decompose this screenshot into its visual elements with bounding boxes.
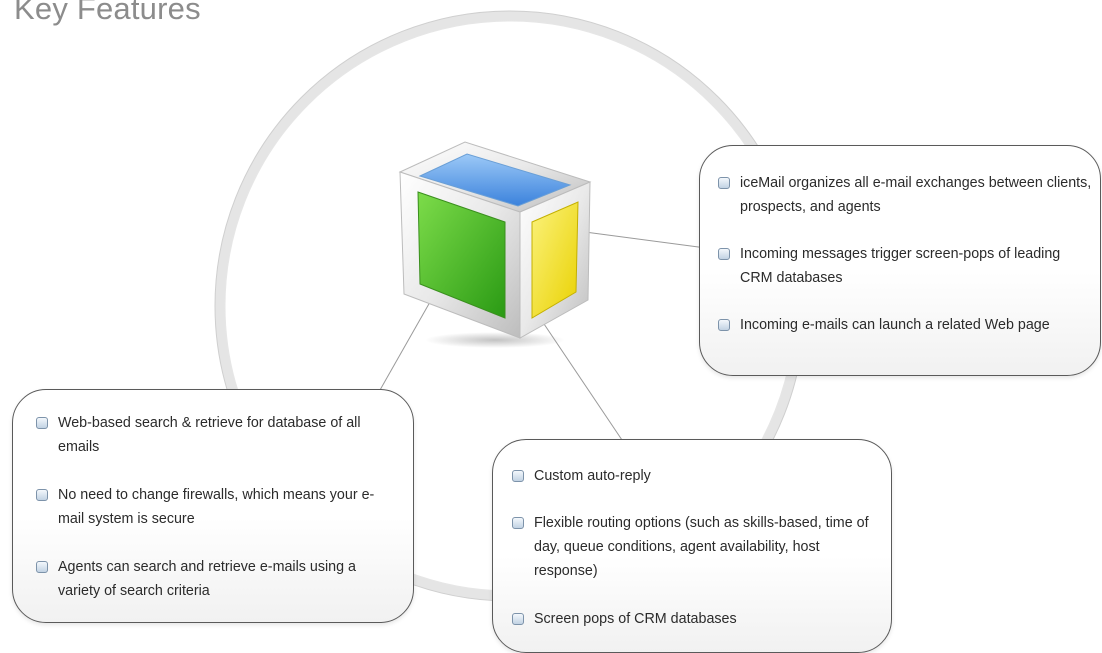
list-item: Flexible routing options (such as skills… <box>510 511 872 583</box>
connector-line-right <box>584 231 707 249</box>
list-item: No need to change firewalls, which means… <box>34 483 394 531</box>
page-title: Key Features <box>14 0 201 26</box>
feature-box-left <box>12 389 414 623</box>
checkbox-bullet-icon <box>512 470 524 482</box>
checkbox-bullet-icon <box>718 319 730 331</box>
list-item: Custom auto-reply <box>510 464 880 488</box>
checkbox-bullet-icon <box>718 177 730 189</box>
checkbox-bullet-icon <box>512 517 524 529</box>
list-item: Incoming e-mails can launch a related We… <box>716 313 1096 337</box>
checkbox-bullet-icon <box>36 489 48 501</box>
checkbox-bullet-icon <box>512 613 524 625</box>
checkbox-bullet-icon <box>718 248 730 260</box>
checkbox-bullet-icon <box>36 417 48 429</box>
list-item: Incoming messages trigger screen-pops of… <box>716 242 1096 290</box>
connector-line-left <box>379 301 431 391</box>
list-item: Agents can search and retrieve e-mails u… <box>34 555 394 603</box>
feature-box-right <box>699 145 1101 376</box>
list-item: Screen pops of CRM databases <box>510 607 880 631</box>
list-item: iceMail organizes all e-mail exchanges b… <box>716 171 1096 219</box>
checkbox-bullet-icon <box>36 561 48 573</box>
list-item: Web-based search & retrieve for database… <box>34 411 394 459</box>
cube-icon <box>398 141 592 348</box>
